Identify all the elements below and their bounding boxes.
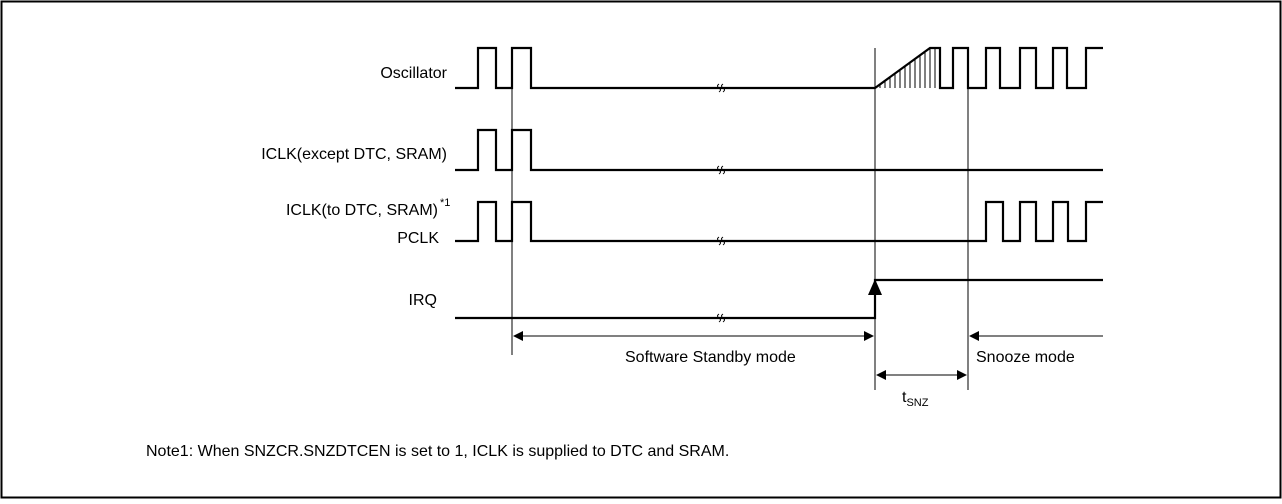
iclk-to-superscript: *1	[440, 197, 450, 209]
tsnz-label: tSNZ	[902, 389, 929, 409]
iclk-except-label: ICLK(except DTC, SRAM)	[261, 146, 447, 163]
footnote: Note1: When SNZCR.SNZDTCEN is set to 1, …	[146, 443, 729, 460]
waveform-break-marks	[717, 83, 725, 323]
iclk-except-waveform	[455, 128, 1103, 172]
oscillator-label: Oscillator	[380, 65, 447, 82]
pclk-label: PCLK	[397, 230, 439, 247]
oscillator-waveform	[455, 46, 1103, 90]
software-standby-label: Software Standby mode	[625, 349, 796, 366]
irq-rising-edge-arrow	[868, 279, 882, 295]
irq-label: IRQ	[409, 292, 437, 309]
snooze-label: Snooze mode	[976, 349, 1075, 366]
irq-waveform	[455, 278, 1103, 320]
iclk-to-label: ICLK(to DTC, SRAM)	[286, 202, 438, 219]
iclk-to-pclk-waveform	[455, 200, 1103, 243]
tsnz-subscript: SNZ	[906, 397, 928, 409]
oscillator-ramp-hatch	[879, 48, 936, 88]
